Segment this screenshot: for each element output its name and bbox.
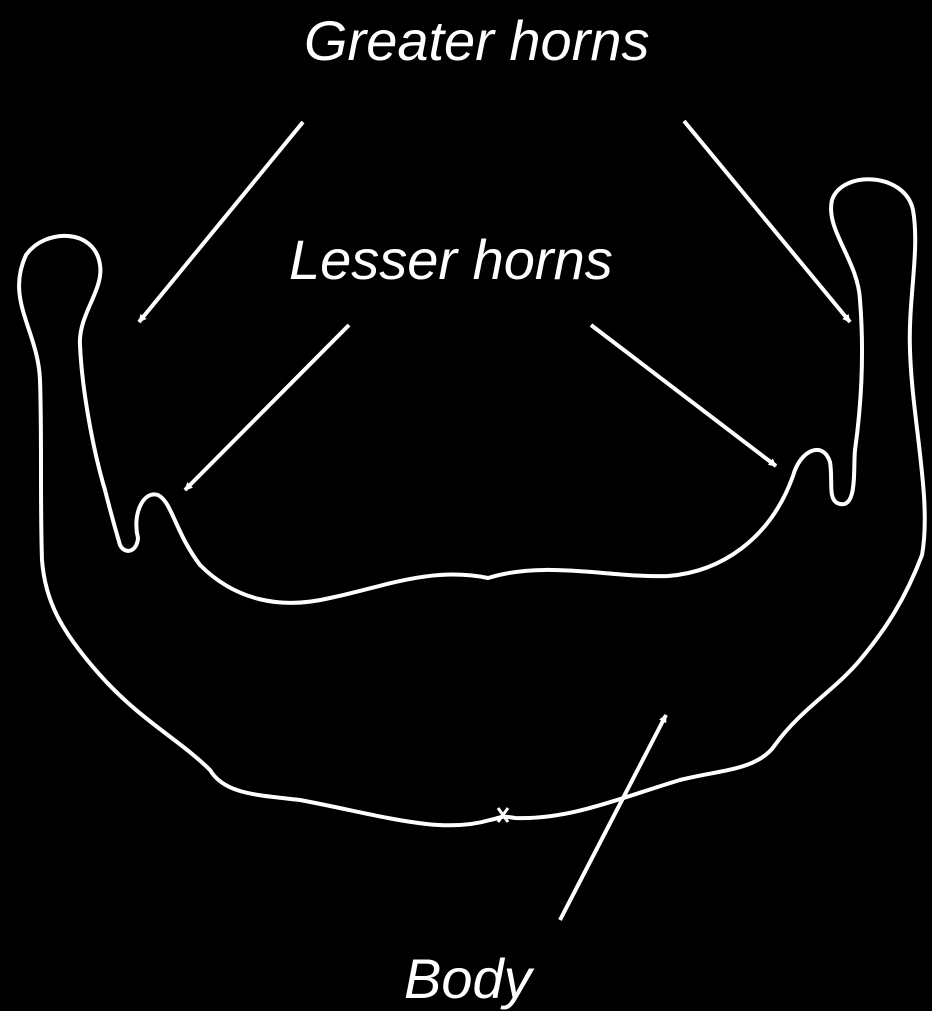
body-label: Body — [404, 951, 532, 1007]
arrow-greater-horn-left — [139, 122, 303, 322]
lesser-horns-label: Lesser horns — [289, 232, 613, 288]
arrow-lesser-horn-left — [185, 325, 349, 490]
greater-horns-label: Greater horns — [304, 13, 650, 69]
arrow-body — [560, 715, 666, 920]
arrow-greater-horn-right — [684, 121, 850, 322]
arrow-lesser-horn-right — [591, 325, 776, 466]
